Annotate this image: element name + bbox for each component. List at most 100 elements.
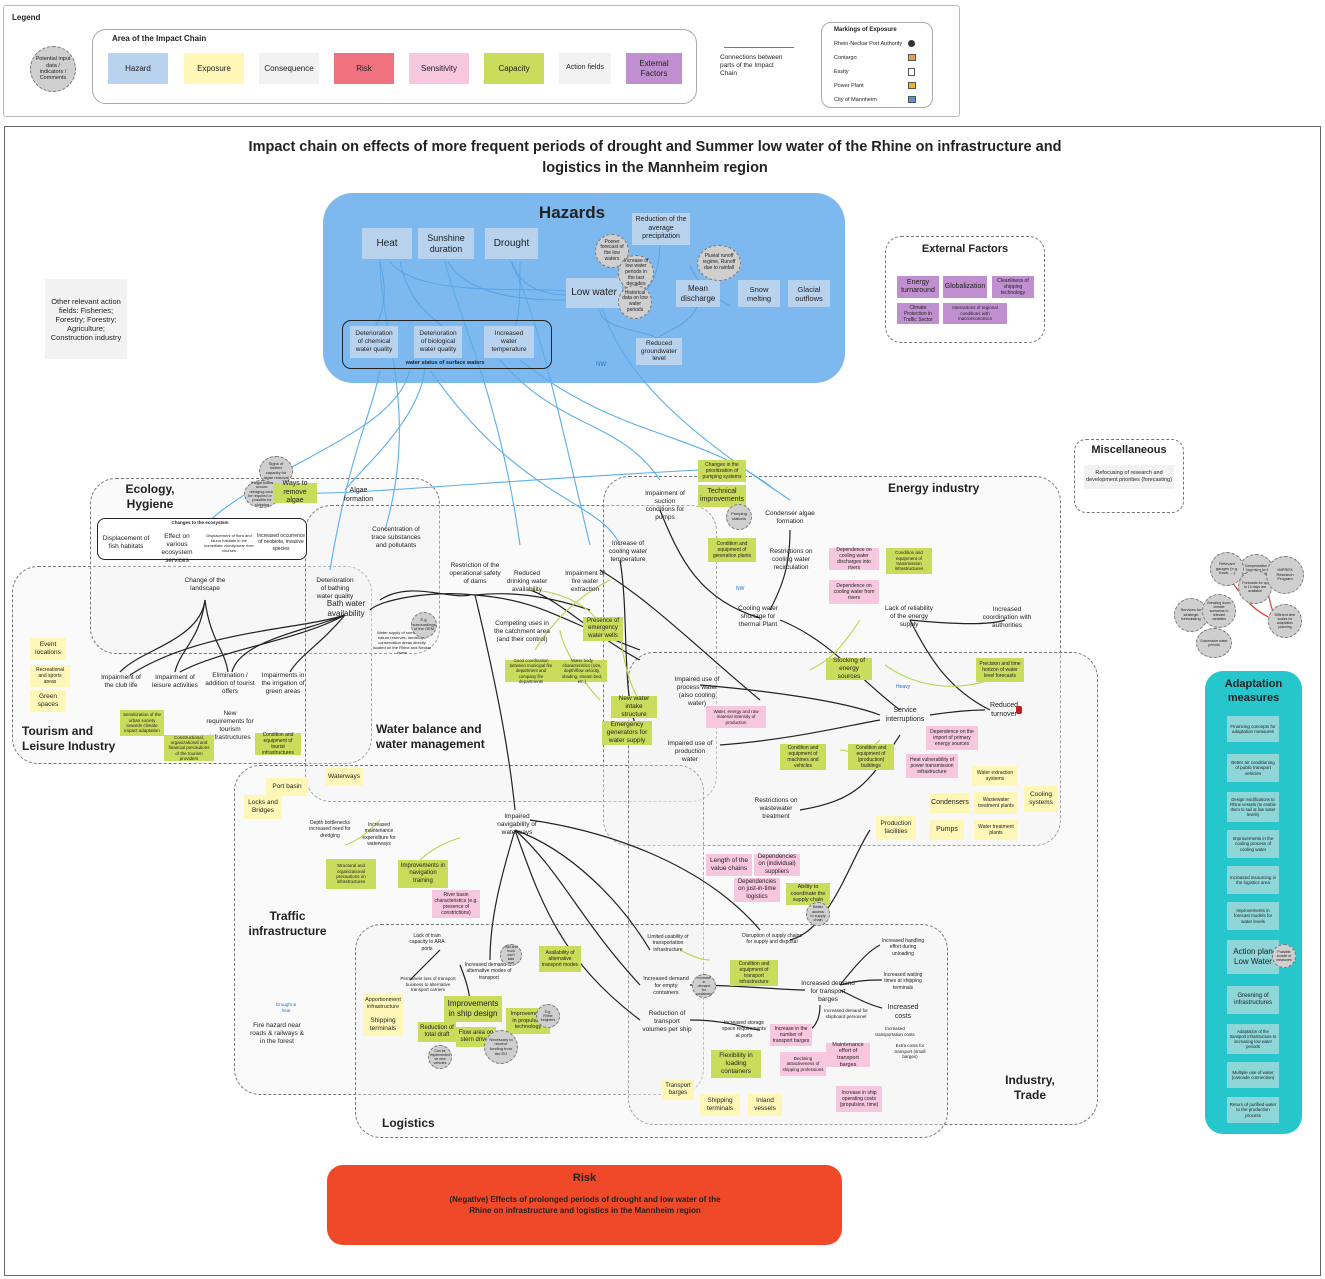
- log-alt-availability: Availability of alternative transport mo…: [539, 946, 581, 972]
- traffic-navigation-training: Improvements in navigation training: [398, 860, 448, 888]
- hazard-links: [209, 259, 791, 571]
- ind-value-chains: Length of the value chains: [706, 854, 752, 876]
- adapt-greening: Greening of infrastructures: [1227, 986, 1279, 1014]
- traffic-port-basin: Port basin: [266, 778, 308, 796]
- energy-heat-vulnerability: Heat vulnerability of power transmission…: [906, 754, 958, 778]
- log-container-flexibility: Flexibility in loading containers: [711, 1050, 761, 1078]
- wb-drinking-water: Reduced drinking water availability: [506, 570, 548, 594]
- legend-connections: Connections between parts of the Impact …: [720, 54, 783, 78]
- hazard-glacial-outflows: Glacial outflows: [788, 280, 830, 307]
- energy-extraction-systems: Water extraction systems: [972, 766, 1018, 786]
- tour-leisure: Impairment of leisure activities: [152, 674, 198, 690]
- ind-dep-suppliers: Dependencies on (individual) suppliers: [754, 854, 800, 876]
- energy-coordination: Increased coordination with authorities: [982, 606, 1032, 630]
- energy-suction: Impairment of suction conditions for pum…: [645, 490, 685, 522]
- ind-transport-costs: Increased transportation costs: [875, 1026, 915, 1037]
- traffic-maintenance: Increased maintenance expenditure for wa…: [362, 822, 396, 847]
- energy-condensers: Condensers: [930, 793, 970, 813]
- tour-new-requirements: New requirements for tourism infrastruct…: [206, 710, 254, 742]
- energy-emergency-generators: Emergency generators for water supply: [602, 721, 652, 745]
- legend-exposure: Exposure: [184, 53, 244, 84]
- comment-time-scales: Different time scales for adaptation pla…: [1268, 604, 1302, 638]
- energy-intake-structure: New water intake structure: [611, 695, 657, 718]
- ind-barges-number: Increase in the number of transport barg…: [770, 1024, 812, 1046]
- water-status-label: water status of surface waters: [405, 360, 485, 366]
- log-shipping-terminals-2: Shipping terminals: [700, 1094, 740, 1116]
- log-volumes-per-ship: Reduction of transport volumes per ship: [642, 1010, 692, 1034]
- risk-text: (Negative) Effects of prolonged periods …: [449, 1195, 721, 1215]
- city-icon: [908, 96, 916, 103]
- hazard-heat: Heat: [362, 228, 412, 259]
- legend-capacity: Capacity: [484, 53, 544, 84]
- hazard-drought: Drought: [485, 228, 538, 259]
- area-title-water: Water balance and water management: [376, 722, 485, 751]
- log-storage-space: Increased storage space requirements at …: [722, 1020, 766, 1039]
- traffic-structural: Structural and organizational precaution…: [326, 859, 376, 889]
- energy-dep-rivers: Dependence on cooling water from rivers: [829, 580, 879, 604]
- algae-formation: Algae formation: [343, 487, 374, 503]
- wb-competing-uses: Competing uses in the catchment area (an…: [494, 620, 550, 644]
- adapt-action-plan: Action plan Low Water: [1227, 940, 1279, 974]
- tour-club-life: Impairment of the club life: [101, 674, 141, 690]
- energy-condenser-algae: Condenser algae formation: [765, 510, 815, 526]
- area-title-tourism: Tourism and Leisure Industry: [22, 724, 116, 753]
- external-cleanliness: Cleanliness of shipping technology: [992, 276, 1034, 298]
- adaptation-title: Adaptation measures: [1224, 678, 1283, 705]
- energy-cooling-shortage: Cooling water shortage for thermal Plant: [738, 605, 778, 629]
- energy-transmission: Condition and equipment of transmission …: [886, 548, 932, 574]
- ways-remove-algae: Ways to remove algae: [273, 480, 317, 504]
- log-apportionment: Apportionment infrastructure: [363, 994, 403, 1014]
- energy-production-water: Impaired use of production water: [667, 740, 713, 764]
- comment-containers: Increase in demand for containers: [692, 974, 716, 998]
- essity-icon: [908, 68, 915, 76]
- wb-dams-safety: Restriction of the operational safety of…: [449, 562, 501, 586]
- wb-fire-water: Impairment of fire water extraction: [565, 570, 605, 594]
- plant-icon: [908, 82, 916, 89]
- comment-climate-scenarios: Breaking down climate scenarios to relev…: [1202, 594, 1236, 628]
- energy-generation-plants: Condition and equipment of generation pl…: [708, 538, 756, 562]
- comment-pumping-stations: Pumping stations: [726, 504, 752, 530]
- misc-area: [1074, 439, 1184, 513]
- log-ship-design: Improvements in ship design: [444, 996, 502, 1022]
- adapt-air-conditioning: Better air conditioning of public transp…: [1227, 754, 1279, 782]
- ind-waiting: Increased waiting times at shipping term…: [883, 972, 923, 991]
- ind-costs: Increased costs: [887, 1004, 919, 1020]
- traffic-river-basin: River basin characteristics (e.g. presen…: [432, 890, 480, 918]
- legend-input-circle: Potential input data / indicators / Comm…: [30, 46, 76, 92]
- water-status-group: [342, 320, 552, 369]
- misc-refocusing: Refocusing of research and development p…: [1084, 465, 1174, 489]
- log-total-draft: Reduction of total draft: [418, 1022, 456, 1042]
- risk-title: Risk: [572, 1172, 597, 1184]
- wb-coordination: Good coordination between municipal fire…: [505, 658, 557, 684]
- legend-hazard: Hazard: [108, 53, 168, 84]
- wb-waterways: Waterways: [325, 768, 363, 786]
- ind-declining-attractiveness: Declining attractiveness of shipping pro…: [780, 1052, 826, 1076]
- adapt-cooling-process: Improvements in the cooling process of c…: [1227, 830, 1279, 858]
- nw-label: NW: [596, 362, 606, 368]
- energy-raw-material: Water, energy and raw material intensity…: [706, 706, 766, 728]
- energy-reduced-turnover: Reduced turnover: [989, 702, 1019, 718]
- energy-cooling-temperature: Increase of cooling water temperature: [608, 540, 648, 564]
- hazards-title: Hazards: [538, 203, 606, 222]
- hazard-mean-discharge: Mean discharge: [676, 280, 720, 307]
- hazard-low-water: Low water: [566, 278, 622, 308]
- ind-barges-demand: Increased demand for transport barges: [801, 980, 855, 1004]
- log-transport-infrastructure: Condition and equipment of transport inf…: [730, 960, 778, 986]
- wb-emergency-wells: Presence of emergency water wells: [583, 617, 623, 641]
- comment-pluvial: Pluvial runoff regime, Runoff due to rai…: [697, 245, 741, 281]
- ind-extra-costs: Extra costs for transport (small barges): [894, 1043, 926, 1060]
- wb-nature-supply: Water supply of surrounding nature reser…: [372, 630, 432, 655]
- tour-constructional: Constructional, organizational and finan…: [164, 735, 214, 761]
- external-climate-protection: Climate Protection in Traffic Sector: [897, 303, 939, 324]
- tour-green-spaces: Green spaces: [30, 690, 66, 712]
- tour-sports-areas: Recreational and sports areas: [30, 665, 70, 687]
- area-title-energy: Energy industry: [888, 481, 980, 495]
- nw-label-energy: NW: [736, 586, 745, 592]
- legend-risk: Risk: [334, 53, 394, 84]
- energy-production-facilities: Production facilities: [876, 816, 916, 840]
- port-icon: [908, 40, 915, 47]
- comment-successive: Successive water periods: [1196, 628, 1232, 658]
- traffic-navigability: Impaired navigability of waterways: [497, 813, 537, 837]
- energy-reliability: Lack of reliability of the energy supply: [884, 605, 934, 629]
- area-tourism: [12, 566, 372, 764]
